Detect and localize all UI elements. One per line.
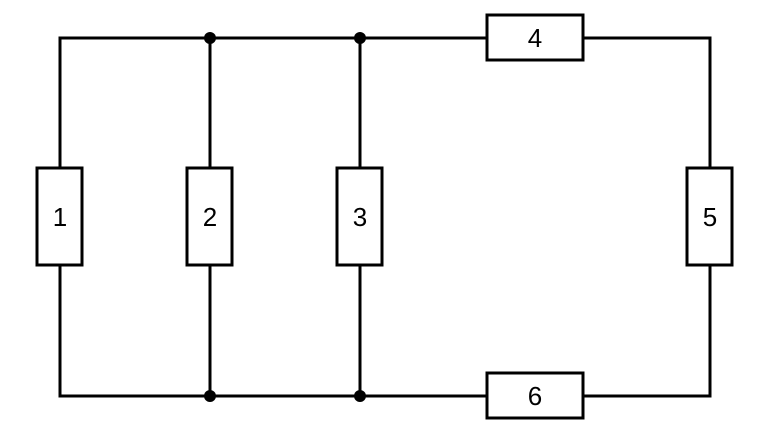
wires [58,36,712,398]
resistor-3-label: 3 [353,202,367,232]
resistor-3-body [335,166,384,267]
junctions [204,32,366,402]
junction-bottom-3 [354,390,366,402]
resistor-5-body [685,166,734,267]
resistor-2: 2 [185,166,234,267]
resistor-1-body [35,166,84,267]
resistor-3: 3 [335,166,384,267]
resistor-4-label: 4 [528,23,542,53]
resistor-5-label: 5 [703,202,717,232]
resistor-5: 5 [685,166,734,267]
resistor-6-body [485,371,585,420]
resistor-1-label: 1 [53,202,67,232]
resistor-6: 6 [485,371,585,420]
resistor-4-body [485,13,585,62]
junction-top-3 [354,32,366,44]
resistor-2-label: 2 [203,202,217,232]
resistor-1: 1 [35,166,84,267]
resistor-6-label: 6 [528,381,542,411]
junction-bottom-2 [204,390,216,402]
resistor-4: 4 [485,13,585,62]
junction-top-2 [204,32,216,44]
resistor-2-body [185,166,234,267]
